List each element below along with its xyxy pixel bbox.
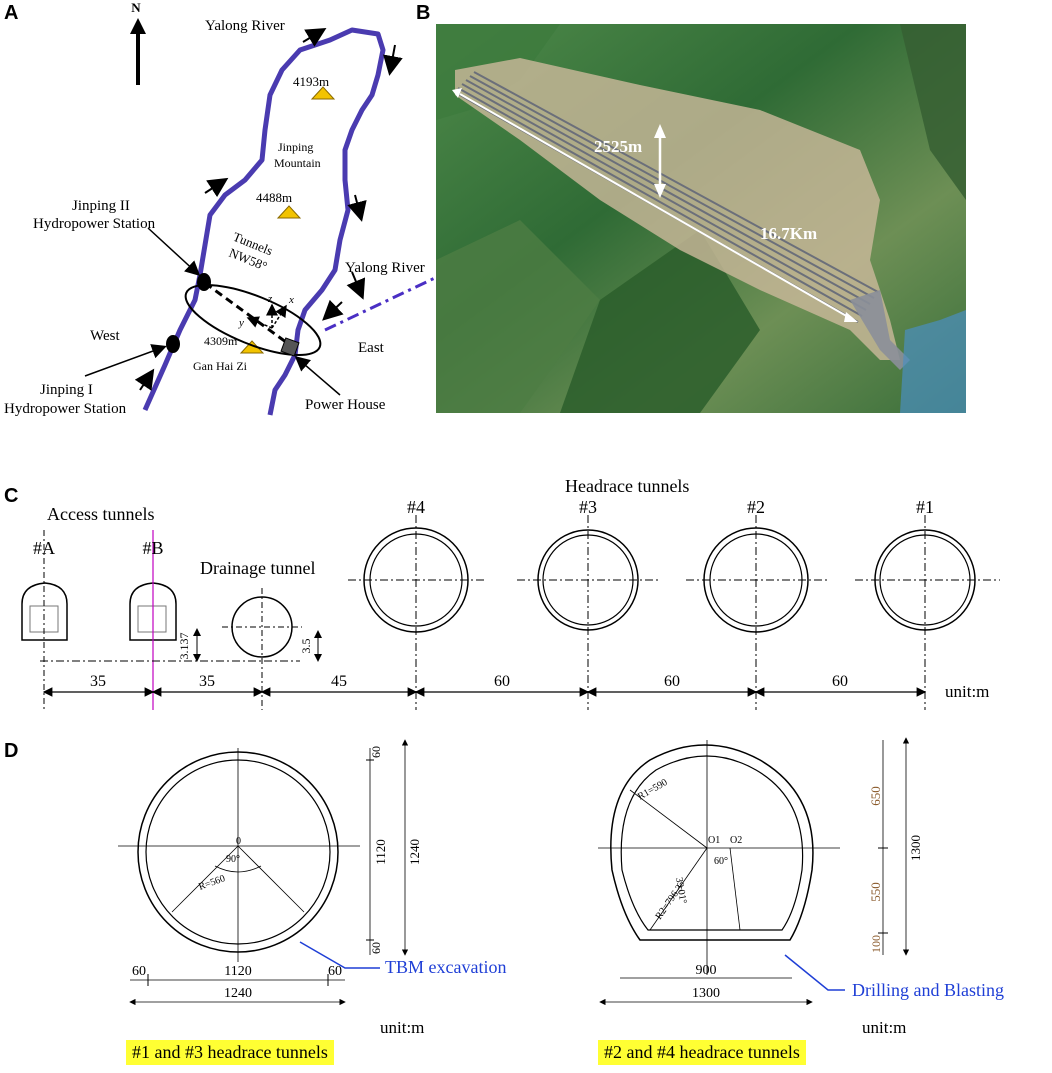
river-label-top: Yalong River [205, 18, 285, 34]
tunnel-label-1: #1 [916, 497, 934, 517]
unit-label-d-left: unit:m [380, 1018, 425, 1037]
angle1-label: 39.01° [673, 877, 688, 905]
left-caption: #1 and #3 headrace tunnels [126, 1040, 334, 1065]
left-bottom-60b: 60 [328, 964, 342, 979]
jinping-ii-station-marker [197, 273, 211, 291]
peak-triangle-icon [310, 86, 336, 100]
drainage-title: Drainage tunnel [200, 558, 315, 578]
peak-label-2: 4488m [256, 190, 292, 205]
tbm-excavation-note: TBM excavation [385, 957, 507, 977]
right-caption: #2 and #4 headrace tunnels [598, 1040, 806, 1065]
yalong-river-path [142, 27, 386, 416]
spacing-label: 60 [494, 673, 510, 690]
north-arrow-head [130, 18, 146, 34]
tunnel-label-4: #4 [407, 497, 425, 517]
right-bottom-1300: 1300 [692, 986, 720, 1001]
axis-z-label: z [267, 293, 273, 305]
station1-label-1: Jinping I [40, 382, 93, 398]
spacing-label: 35 [199, 673, 215, 690]
flow-arrow-icon [134, 368, 155, 391]
panel-label-b: B [416, 2, 431, 24]
callout-line [147, 227, 201, 277]
power-house-label: Power House [305, 397, 386, 413]
left-bottom-1240: 1240 [224, 986, 252, 1001]
dim-left-top: 60 [369, 746, 383, 758]
dim-35-label: 3.5 [299, 639, 313, 654]
spacing-label: 45 [331, 673, 347, 690]
angle2-label: 60° [714, 856, 728, 867]
tunnel-label-3: #3 [579, 497, 597, 517]
aerial-depth-label: 2525m [594, 137, 642, 156]
peak-label-1: 4193m [293, 74, 329, 89]
drilling-blasting-note: Drilling and Blasting [852, 980, 1004, 1000]
mountain-label-2: Mountain [274, 156, 321, 170]
peak-label-3: 4309m [204, 334, 238, 348]
dim-left-bottom: 60 [369, 942, 383, 954]
spacing-label: 60 [664, 673, 680, 690]
spacing-label: 60 [832, 673, 848, 690]
station2-label-1: Jinping II [72, 198, 130, 214]
headrace-title: Headrace tunnels [565, 476, 689, 496]
power-house-marker [280, 337, 300, 357]
callout-line [294, 356, 341, 396]
mountain-label-1: Jinping [278, 140, 313, 154]
left-bottom-1120: 1120 [224, 964, 251, 979]
river-label-right: Yalong River [345, 260, 425, 276]
section-d-left-drawing [118, 739, 409, 1006]
left-radius-label: R=560 [197, 873, 226, 893]
station2-label-2: Hydropower Station [33, 216, 156, 232]
axis-y-label: y [238, 317, 244, 329]
o2-label: O2 [730, 835, 742, 846]
dim-3137-label: 3.137 [177, 633, 191, 660]
dim-right-550: 550 [868, 882, 883, 902]
access-title: Access tunnels [47, 504, 154, 524]
dim-left-mid: 1120 [373, 839, 388, 865]
right-bottom-900: 900 [696, 963, 717, 978]
unit-label-c: unit:m [945, 682, 989, 701]
o1-label: O1 [708, 835, 720, 846]
dim-right-650: 650 [868, 786, 883, 806]
dim-left-total: 1240 [407, 839, 422, 865]
station1-label-2: Hydropower Station [4, 401, 127, 417]
spacing-label: 35 [90, 673, 106, 690]
section-d-right-drawing [598, 737, 910, 1006]
flow-arrow-icon [346, 271, 366, 300]
dim-right-100: 100 [869, 935, 883, 953]
jinping-i-station-marker [166, 335, 180, 353]
tunnel-label-b: #B [142, 538, 163, 558]
tunnel-label-2: #2 [747, 497, 765, 517]
axis-y-icon [246, 316, 273, 329]
panel-label-d: D [4, 740, 19, 762]
r1-label: R1=590 [636, 777, 669, 803]
unit-label-d-right: unit:m [862, 1018, 907, 1037]
tunnel-line [204, 281, 291, 347]
panel-label-c: C [4, 485, 19, 507]
flow-arrow-icon [204, 177, 229, 198]
west-label: West [90, 328, 120, 344]
aerial-image [436, 24, 966, 413]
dim-right-1300: 1300 [908, 835, 923, 861]
callout-line [84, 344, 167, 377]
flow-arrow-icon [302, 27, 327, 47]
peak-triangle-icon [276, 205, 302, 219]
tunnel-zone-ellipse [184, 284, 322, 356]
left-bottom-60a: 60 [132, 964, 146, 979]
axis-x-label: x [288, 294, 294, 306]
north-label: N [131, 0, 141, 15]
east-label: East [358, 340, 385, 356]
flow-arrow-icon [322, 299, 344, 321]
flow-arrow-icon [383, 44, 403, 76]
left-angle-label: 90° [226, 854, 240, 865]
axis-x-icon [271, 304, 287, 329]
aerial-length-label: 16.7Km [760, 224, 817, 243]
left-center-label: 0 [236, 836, 241, 847]
flow-arrow-icon [347, 194, 367, 222]
gan-hai-zi-label: Gan Hai Zi [193, 359, 248, 373]
tunnel-label-a: #A [33, 538, 55, 558]
panel-label-a: A [4, 2, 19, 24]
section-c-drawing [21, 515, 1000, 710]
